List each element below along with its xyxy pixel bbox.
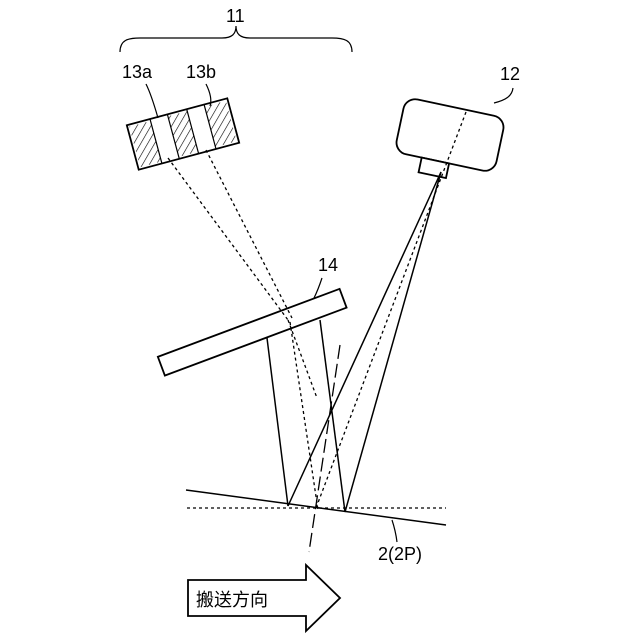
illum-ray-3 [288,320,317,398]
label-14: 14 [318,255,338,275]
group-label: 11 [226,6,245,26]
label-surface: 2(2P) [378,544,422,564]
direction-label: 搬送方向 [196,590,268,611]
camera-ray-outer-right [345,172,441,512]
leader-12 [494,88,513,103]
label-12: 12 [500,64,520,84]
reflected-left [267,338,288,506]
camera-ray-outer-left [288,172,441,506]
illum-ray-1 [168,158,288,320]
group-brace [120,26,352,52]
illum-ray-4 [290,322,318,510]
illum-ray-2 [206,150,292,318]
reflected-right [320,320,345,512]
label-13b: 13b [186,62,216,82]
light-source-block [127,98,239,169]
leader-surface [392,520,397,542]
camera [391,97,506,188]
leader-13a [146,84,158,118]
label-13a: 13a [122,62,153,82]
mirror-plate [158,289,347,376]
